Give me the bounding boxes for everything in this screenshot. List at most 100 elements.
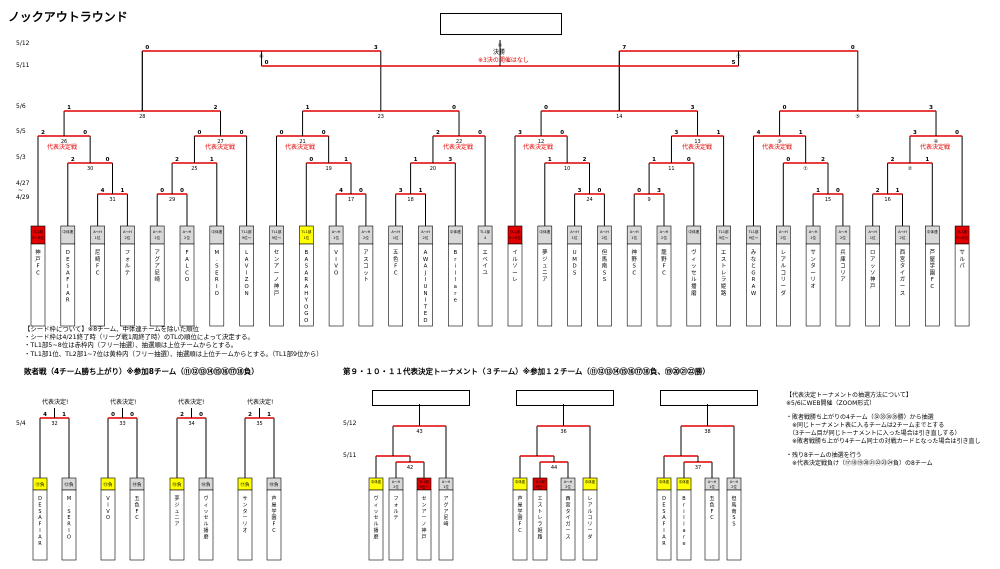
mid-team-name: 宮 xyxy=(565,501,570,508)
team-name: タ xyxy=(810,262,815,270)
team-name: ア xyxy=(781,256,786,263)
mid-team-name: F xyxy=(663,522,666,528)
loser-team-name: C xyxy=(272,528,276,534)
team-name: M xyxy=(572,257,577,263)
mid-team-name: 南 xyxy=(731,508,736,515)
team-name: . xyxy=(216,257,218,263)
mid-team-name: エ xyxy=(537,496,542,502)
match-number: 26 xyxy=(61,139,67,145)
team-name: F xyxy=(36,264,39,270)
score-text: 2 xyxy=(583,157,587,163)
match-number: 25 xyxy=(191,166,197,172)
score-text: 0 xyxy=(145,45,149,51)
team-name: イ xyxy=(900,270,905,276)
seed-tag xyxy=(388,225,404,245)
team-name: 神 xyxy=(274,282,279,290)
mid-team-box xyxy=(416,489,432,561)
result-box xyxy=(516,390,614,406)
match-number: 22 xyxy=(456,139,462,145)
score-text: 3 xyxy=(448,157,452,163)
team-name: F xyxy=(66,277,69,283)
score-text: 5 xyxy=(732,60,736,66)
match-number: 38 xyxy=(704,429,710,435)
score-text: 0 xyxy=(836,188,840,194)
team-box xyxy=(686,243,702,327)
score-text: 1 xyxy=(210,157,214,163)
score-text: 3 xyxy=(913,130,917,136)
team-name: 五 xyxy=(393,249,399,256)
team-box xyxy=(328,243,344,327)
lottery-notes: 【代表決定トーナメントの抽選方法について】 ※5/6にWEB開催（ZOOM形式）… xyxy=(786,392,981,468)
team-name: 野 xyxy=(631,255,637,263)
mid-team-name: 五 xyxy=(709,496,714,502)
team-name: I xyxy=(335,257,337,263)
score-text: 3 xyxy=(518,130,522,136)
rep-decided-label: 代表決定! xyxy=(247,399,274,406)
score-text: 0 xyxy=(265,60,269,66)
team-name: み xyxy=(751,249,757,256)
mid-team-name: ア xyxy=(421,509,426,515)
match-number: 17 xyxy=(348,197,354,203)
team-name: A xyxy=(185,257,189,263)
team-name: ア xyxy=(542,276,547,283)
score-text: 0 xyxy=(955,130,959,136)
seed-tag-text: TL1部 xyxy=(300,229,311,234)
team-name: サ xyxy=(810,249,815,256)
team-name: ッ xyxy=(363,270,368,276)
seed-tag-text: TL1部 xyxy=(241,229,252,234)
mid-team-name: 園 xyxy=(517,515,522,521)
mid-team-name: セ xyxy=(421,496,426,502)
loser-team-name: ィ xyxy=(203,502,208,508)
team-box xyxy=(924,243,940,327)
rep-label: 代表決定戦 xyxy=(523,144,554,151)
team-name: ア xyxy=(274,263,279,270)
score-text: 2 xyxy=(891,157,895,163)
team-name: S xyxy=(632,264,636,270)
mid-team-name: 播 xyxy=(373,527,378,534)
match-number: ⑥ xyxy=(259,54,264,60)
team-name: ユ xyxy=(482,269,487,276)
rep-tournament-title: 第９・１０・１１代表決定トーナメント（３チーム）※参加１２チーム（⑪⑫⑬⑭⑮⑯⑰… xyxy=(343,367,710,376)
seed-tag-text: 1位 xyxy=(572,235,578,240)
score-text: 4 xyxy=(757,130,761,136)
loser-team-name: 学 xyxy=(271,508,276,515)
team-name: 西 xyxy=(900,249,906,256)
team-name: ヴ xyxy=(691,248,697,256)
team-box xyxy=(149,243,165,327)
team-name: r xyxy=(454,291,457,297)
team-name: 馬 xyxy=(602,256,608,263)
seed-tag-text: 4 xyxy=(484,236,487,240)
score-text: 2 xyxy=(175,157,179,163)
mid-team-name: 屋 xyxy=(517,502,522,508)
team-name: オ xyxy=(810,283,815,290)
team-name: 神 xyxy=(631,248,636,256)
team-box xyxy=(477,243,493,327)
mid-team-name: S xyxy=(732,522,735,528)
team-name: R xyxy=(752,277,756,283)
score-text: 3 xyxy=(657,188,661,194)
team-name: C xyxy=(96,270,100,276)
match-number: 14 xyxy=(616,114,622,120)
team-name: a xyxy=(454,284,457,290)
seed-tag-text: 中体連 xyxy=(62,229,73,234)
team-name: 夢 xyxy=(542,248,548,256)
team-name: ア xyxy=(154,249,159,256)
loser-team-name: E xyxy=(38,502,41,508)
seed-tag-text: 2位 xyxy=(124,235,130,240)
team-name: 但 xyxy=(602,248,608,256)
score-text: 1 xyxy=(67,105,71,111)
mid-team-name: S xyxy=(732,515,735,521)
seed-tag xyxy=(269,225,284,245)
mid-team-name: ル xyxy=(373,522,378,528)
team-box xyxy=(954,243,970,327)
team-name: A xyxy=(752,284,756,290)
mid-team-name: 芦 xyxy=(517,495,522,502)
champion-box xyxy=(440,13,562,35)
seed-tag xyxy=(626,225,642,245)
seed-tag-text: A〜H xyxy=(153,230,162,234)
team-box xyxy=(805,243,821,327)
seed-tag-text: 2位 xyxy=(840,235,846,240)
team-name: J xyxy=(424,270,427,276)
score-text: 1 xyxy=(925,157,929,163)
match-number: 21 xyxy=(299,139,305,145)
